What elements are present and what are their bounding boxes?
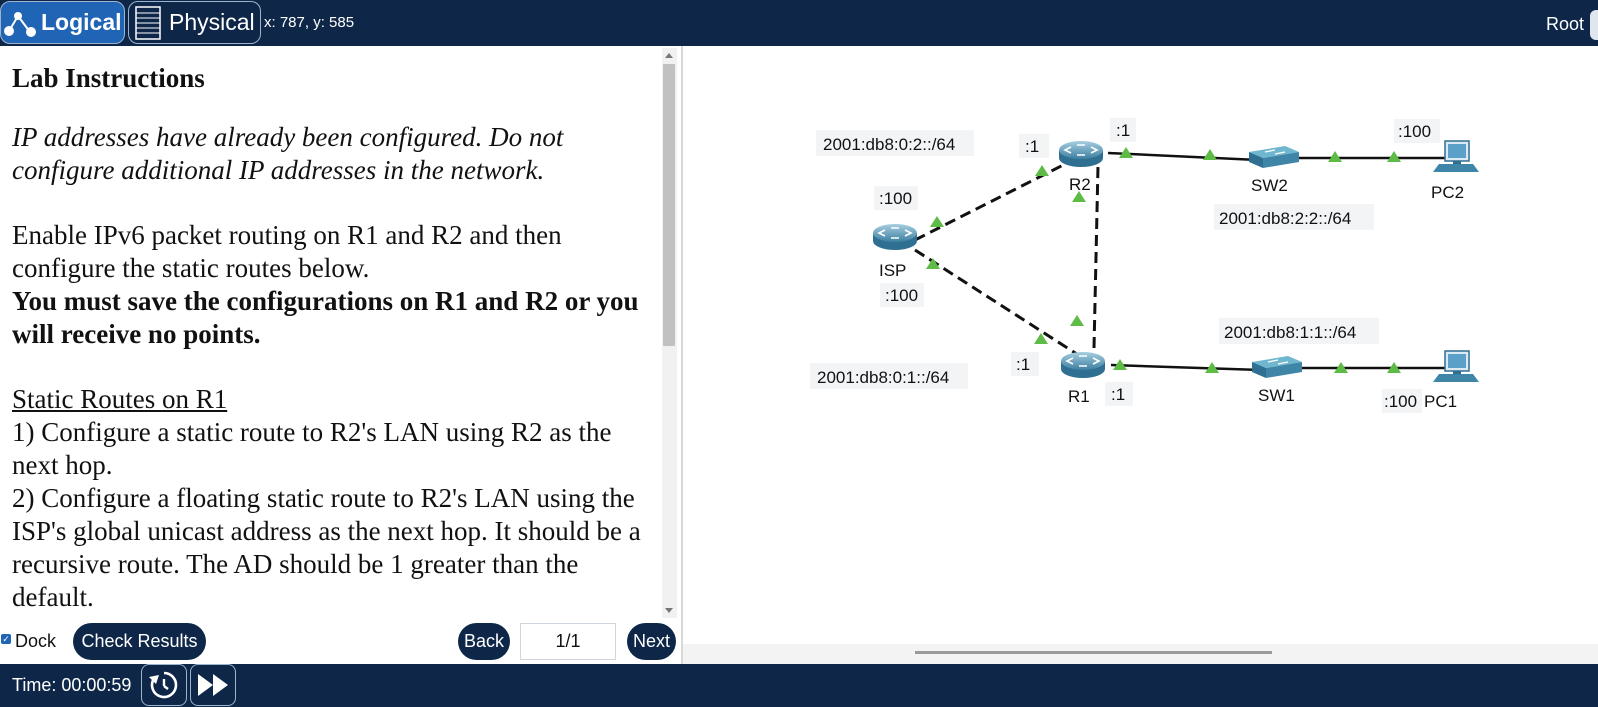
sw2-switch[interactable] [1249, 146, 1299, 168]
reset-time-icon [149, 671, 178, 699]
dock-checkbox[interactable]: ✓ [1, 634, 11, 644]
r2-lan-interface-label: :1 [1116, 121, 1130, 140]
pc1-interface-label: :100 [1384, 392, 1417, 411]
isp-router[interactable] [873, 224, 917, 250]
reset-time-button[interactable] [141, 664, 187, 706]
isp-device-label: ISP [879, 261, 906, 280]
isp-r2-network-label: 2001:db8:0:2::/64 [823, 135, 955, 154]
instructions-scrollbar[interactable] [662, 48, 677, 618]
next-button[interactable]: Next [627, 623, 676, 660]
elapsed-time: Time: 00:00:59 [12, 675, 132, 695]
r1-lan-network-label: 2001:db8:1:1::/64 [1224, 323, 1356, 342]
physical-view-button[interactable]: Physical [128, 1, 261, 44]
instructions-content: Lab Instructions IP addresses have alrea… [12, 62, 642, 614]
scroll-up-arrow[interactable] [665, 53, 673, 58]
instructions-title: Lab Instructions [12, 63, 205, 93]
pc2-interface-label: :100 [1398, 122, 1431, 141]
link-isp-r1[interactable] [914, 248, 1084, 360]
r1-lan-interface-label: :1 [1111, 385, 1125, 404]
isp-bottom-interface-label: :100 [885, 286, 918, 305]
r1-wan-interface-label: :1 [1016, 355, 1030, 374]
r2-device-label: R2 [1069, 175, 1091, 194]
bottom-toolbar: Time: 00:00:59 [0, 664, 1598, 707]
root-label[interactable]: Root [1545, 14, 1584, 34]
pc2-device-label: PC2 [1431, 183, 1464, 202]
logical-topology-icon [4, 11, 36, 37]
scroll-down-arrow[interactable] [665, 608, 673, 613]
pc2-computer[interactable] [1433, 140, 1479, 172]
r2-lan-network-label: 2001:db8:2:2::/64 [1219, 209, 1351, 228]
link-status-indicators [926, 147, 1401, 373]
link-r1-sw1[interactable] [1110, 363, 1262, 372]
ip-note: IP addresses have already been configure… [12, 122, 564, 185]
save-warning: You must save the configurations on R1 a… [12, 286, 639, 349]
step-2: 2) Configure a floating static route to … [12, 483, 641, 612]
sw2-device-label: SW2 [1251, 176, 1288, 195]
enable-routing-text: Enable IPv6 packet routing on R1 and R2 … [12, 220, 562, 283]
link-r1-r2[interactable] [1092, 165, 1100, 349]
section-heading: Static Routes on R1 [12, 384, 228, 414]
logical-view-label: Logical [41, 9, 122, 35]
link-r2-sw2[interactable] [1107, 151, 1259, 162]
isp-r1-network-label: 2001:db8:0:1::/64 [817, 368, 949, 387]
dock-label: Dock [15, 631, 57, 651]
pc1-device-label: PC1 [1424, 392, 1457, 411]
root-button-edge[interactable] [1590, 10, 1598, 40]
pc1-computer[interactable] [1433, 350, 1479, 382]
link-isp-r2[interactable] [914, 154, 1082, 242]
panel-divider[interactable] [681, 46, 683, 664]
topology-diagram: 2001:db8:0:2::/64 2001:db8:0:1::/64 2001… [810, 118, 1479, 413]
top-toolbar: Logical Physical x: 787, y: 585 Root [0, 0, 1598, 46]
step-1: 1) Configure a static route to R2's LAN … [12, 417, 612, 480]
fast-forward-icon [198, 674, 228, 696]
physical-view-label: Physical [169, 9, 255, 35]
cursor-coordinates: x: 787, y: 585 [264, 14, 355, 31]
canvas-scroll-thumb[interactable] [915, 651, 1272, 654]
r2-wan-interface-label: :1 [1025, 137, 1039, 156]
topology-canvas[interactable]: 2001:db8:0:2::/64 2001:db8:0:1::/64 2001… [683, 46, 1598, 644]
r2-router[interactable] [1059, 141, 1103, 167]
check-results-button[interactable]: Check Results [73, 623, 206, 660]
instructions-panel: Lab Instructions IP addresses have alrea… [0, 46, 681, 618]
r1-router[interactable] [1061, 352, 1105, 378]
sw1-switch[interactable] [1252, 356, 1302, 378]
scroll-thumb[interactable] [663, 64, 675, 346]
sw1-device-label: SW1 [1258, 386, 1295, 405]
page-input[interactable] [520, 623, 616, 660]
isp-top-interface-label: :100 [879, 189, 912, 208]
logical-view-button[interactable]: Logical [0, 1, 125, 44]
r1-device-label: R1 [1068, 387, 1090, 406]
back-button[interactable]: Back [458, 623, 510, 660]
instruction-controls: ✓ Dock Check Results Back Next [0, 618, 681, 664]
canvas-horizontal-scrollbar[interactable] [683, 644, 1598, 664]
rack-icon [135, 5, 161, 40]
fast-forward-button[interactable] [190, 664, 236, 706]
